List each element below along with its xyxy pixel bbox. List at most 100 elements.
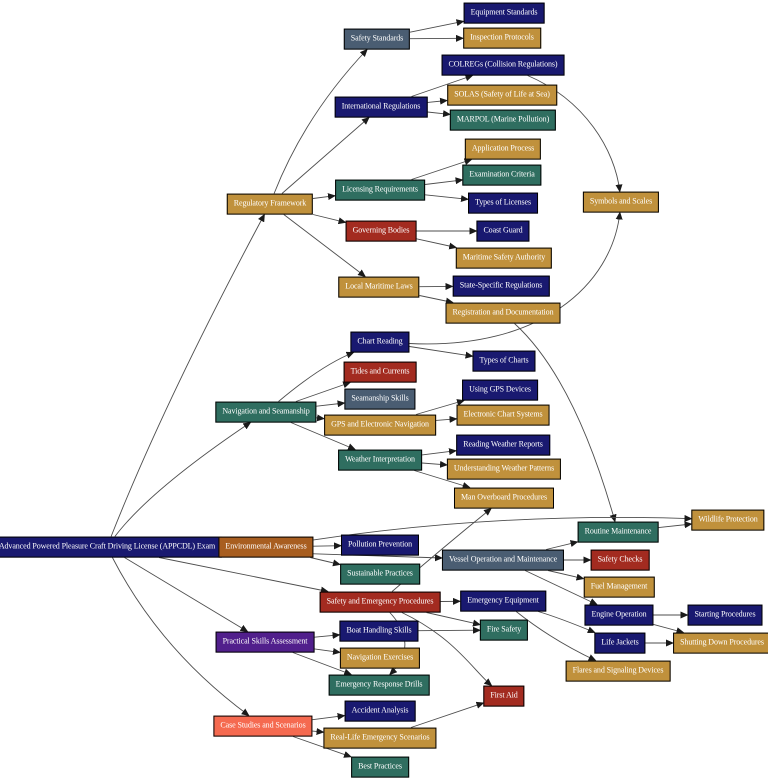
edge-practical-skills-assessment--emergency-response-drills [292, 652, 353, 676]
node-licensing-requirements: Licensing Requirements [335, 179, 425, 201]
node-accident-analysis: Accident Analysis [344, 700, 416, 722]
node-registration-and-documentation: Registration and Documentation [445, 302, 561, 324]
node-solas: SOLAS (Safety of Life at Sea) [447, 84, 557, 106]
edge-environmental-awareness--pollution-prevention [313, 542, 342, 550]
edge-safety-and-emergency-procedures--fire-safety [426, 612, 481, 627]
node-examination-criteria: Examination Criteria [462, 164, 542, 186]
edge-case-studies-and-scenarios--real-life-emergency-scenarios [312, 728, 325, 735]
edge-root--safety-and-emergency-procedures [159, 557, 329, 594]
edge-registration-and-documentation--routine-maintenance [514, 323, 617, 523]
edge-vessel-operation-and-maintenance--routine-maintenance [545, 540, 579, 550]
node-routine-maintenance: Routine Maintenance [577, 521, 659, 543]
edge-navigation-and-seamanship--chart-reading [278, 351, 355, 402]
edge-root--case-studies-and-scenarios [111, 557, 250, 717]
node-regulatory-framework: Regulatory Framework [226, 193, 314, 215]
edge-licensing-requirements--types-of-licenses [424, 194, 469, 203]
node-flares-and-signaling-devices: Flares and Signaling Devices [565, 660, 671, 682]
edge-international-regulations--colregs [411, 74, 474, 97]
edge-weather-interpretation--understanding-weather-patterns [421, 460, 448, 468]
edge-navigation-and-seamanship--seamanship-skills [316, 400, 346, 408]
node-types-of-charts: Types of Charts [472, 350, 536, 372]
node-shutting-down-procedures: Shutting Down Procedures [673, 632, 768, 654]
node-sustainable-practices: Sustainable Practices [340, 563, 420, 585]
node-electronic-chart-systems: Electronic Chart Systems [456, 404, 550, 426]
node-types-of-licenses: Types of Licenses [468, 192, 538, 214]
node-using-gps-devices: Using GPS Devices [462, 379, 538, 401]
edge-regulatory-framework--governing-bodies [312, 214, 347, 225]
node-reading-weather-reports: Reading Weather Reports [456, 434, 550, 456]
edge-engine-operation--shutting-down-procedures [653, 623, 685, 635]
node-life-jackets: Life Jackets [594, 632, 646, 654]
node-safety-checks: Safety Checks [590, 549, 650, 571]
node-gps-and-electronic-navigation: GPS and Electronic Navigation [324, 414, 436, 436]
edge-weather-interpretation--man-overboard-procedures [414, 470, 471, 489]
node-wildlife-protection: Wildlife Protection [691, 509, 765, 531]
node-boat-handling-skills: Boat Handling Skills [339, 620, 419, 642]
edge-case-studies-and-scenarios--accident-analysis [312, 713, 346, 721]
edge-environmental-awareness--wildlife-protection [313, 514, 693, 541]
node-real-life-emergency-scenarios: Real-Life Emergency Scenarios [323, 727, 437, 749]
node-governing-bodies: Governing Bodies [345, 220, 417, 242]
edge-governing-bodies--maritime-safety-authority [416, 238, 458, 250]
node-equipment-standards: Equipment Standards [463, 2, 545, 24]
node-man-overboard-procedures: Man Overboard Procedures [453, 487, 555, 509]
node-engine-operation: Engine Operation [584, 604, 654, 626]
node-weather-interpretation: Weather Interpretation [338, 449, 422, 471]
edge-emergency-equipment--flares-and-signaling-devices [515, 611, 597, 661]
edge-local-maritime-laws--registration-and-documentation [419, 295, 454, 305]
edge-vessel-operation-and-maintenance--engine-operation [524, 570, 598, 605]
node-best-practices: Best Practices [351, 756, 409, 778]
node-marpol: MARPOL (Marine Pollution) [449, 109, 557, 131]
edge-practical-skills-assessment--navigation-exercises [314, 647, 341, 655]
edge-regulatory-framework--international-regulations [281, 116, 370, 194]
node-seamanship-skills: Seamanship Skills [344, 388, 416, 410]
edge-vessel-operation-and-maintenance--fuel-management [547, 570, 585, 581]
node-state-specific-regulations: State-Specific Regulations [452, 275, 550, 297]
edge-licensing-requirements--examination-criteria [424, 177, 464, 185]
edge-root--navigation-and-seamanship [114, 421, 252, 537]
node-inspection-protocols: Inspection Protocols [463, 27, 541, 49]
node-case-studies-and-scenarios: Case Studies and Scenarios [213, 715, 313, 737]
edge-navigation-and-seamanship--tides-and-currents [295, 381, 352, 402]
edge-practical-skills-assessment--boat-handling-skills [314, 631, 341, 639]
edge-international-regulations--solas [427, 97, 448, 105]
node-environmental-awareness: Environmental Awareness [218, 536, 314, 558]
edge-regulatory-framework--licensing-requirements [312, 193, 336, 201]
edge-safety-standards--equipment-standards [409, 19, 465, 33]
edge-root--regulatory-framework [110, 213, 265, 537]
edge-weather-interpretation--reading-weather-reports [421, 448, 457, 456]
node-maritime-safety-authority: Maritime Safety Authority [455, 247, 553, 269]
node-understanding-weather-patterns: Understanding Weather Patterns [446, 458, 562, 480]
edge-case-studies-and-scenarios--best-practices [292, 736, 352, 758]
edge-boat-handling-skills--fire-safety [418, 626, 481, 634]
node-safety-standards: Safety Standards [343, 28, 411, 50]
edge-gps-and-electronic-navigation--using-gps-devices [415, 399, 465, 415]
node-navigation-exercises: Navigation Exercises [339, 647, 421, 669]
edge-emergency-equipment--life-jackets [538, 611, 596, 634]
node-safety-and-emergency-procedures: Safety and Emergency Procedures [319, 591, 441, 613]
edge-regulatory-framework--local-maritime-laws [283, 214, 366, 278]
node-chart-reading: Chart Reading [350, 331, 410, 353]
edge-chart-reading--types-of-charts [409, 346, 474, 359]
edge-regulatory-framework--safety-standards [273, 48, 368, 194]
edge-routine-maintenance--wildlife-protection [658, 521, 693, 529]
node-first-aid: First Aid [483, 685, 525, 707]
node-fire-safety: Fire Safety [479, 619, 529, 641]
node-root: Advanced Powered Pleasure Craft Driving … [0, 536, 223, 558]
node-colregs: COLREGs (Collision Regulations) [441, 54, 565, 76]
node-application-process: Application Process [464, 138, 542, 160]
edge-environmental-awareness--sustainable-practices [310, 557, 341, 567]
node-pollution-prevention: Pollution Prevention [340, 534, 420, 556]
node-emergency-equipment: Emergency Equipment [460, 590, 546, 612]
node-fuel-management: Fuel Management [583, 576, 655, 598]
node-emergency-response-drills: Emergency Response Drills [328, 674, 430, 696]
edge-licensing-requirements--application-process [411, 158, 473, 180]
edge-navigation-and-seamanship--gps-and-electronic-navigation [316, 414, 325, 422]
edge-safety-and-emergency-procedures--emergency-response-drills [389, 612, 406, 676]
edge-gps-and-electronic-navigation--electronic-chart-systems [435, 415, 458, 423]
edge-international-regulations--marpol [427, 110, 451, 118]
node-practical-skills-assessment: Practical Skills Assessment [215, 631, 315, 653]
node-navigation-and-seamanship: Navigation and Seamanship [215, 401, 317, 423]
